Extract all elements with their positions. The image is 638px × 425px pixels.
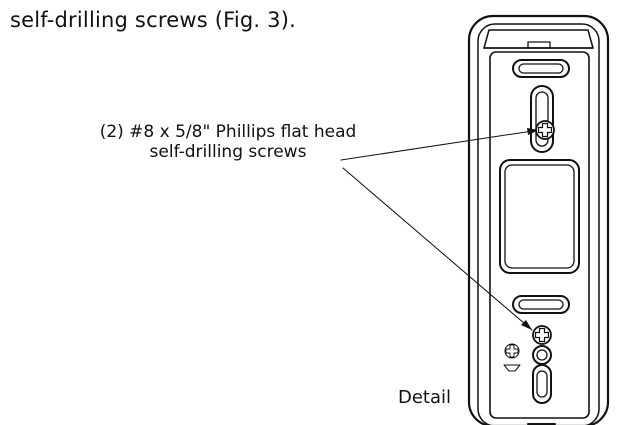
upper-screw-icon <box>535 120 555 140</box>
leader-line-upper <box>340 129 540 161</box>
lower-horizontal-slot <box>512 295 570 314</box>
lower-screw-icon <box>532 325 552 345</box>
phillips-symbol-icon <box>504 343 520 359</box>
housing-inner <box>477 23 600 425</box>
arrowhead-lower <box>521 320 532 330</box>
callout-line-2: self-drilling screws <box>149 142 307 162</box>
bottom-vertical-slot <box>532 364 552 404</box>
leader-line-lower <box>342 167 533 331</box>
detail-caption: Detail <box>398 387 452 408</box>
screw-callout-label: (2) #8 x 5/8" Phillips flat head self-dr… <box>58 122 398 162</box>
top-hinge <box>483 29 594 49</box>
housing-outer <box>467 14 610 425</box>
upper-vertical-slot <box>530 85 554 153</box>
mounting-plate <box>489 51 590 419</box>
lower-round-hole <box>532 345 552 365</box>
top-tab <box>527 41 551 49</box>
intro-text: self-drilling screws (Fig. 3). <box>10 8 296 32</box>
callout-line-1: (2) #8 x 5/8" Phillips flat head <box>99 122 357 142</box>
upper-horizontal-slot <box>512 59 570 78</box>
center-window <box>499 159 580 274</box>
flat-head-symbol-icon <box>503 364 521 372</box>
